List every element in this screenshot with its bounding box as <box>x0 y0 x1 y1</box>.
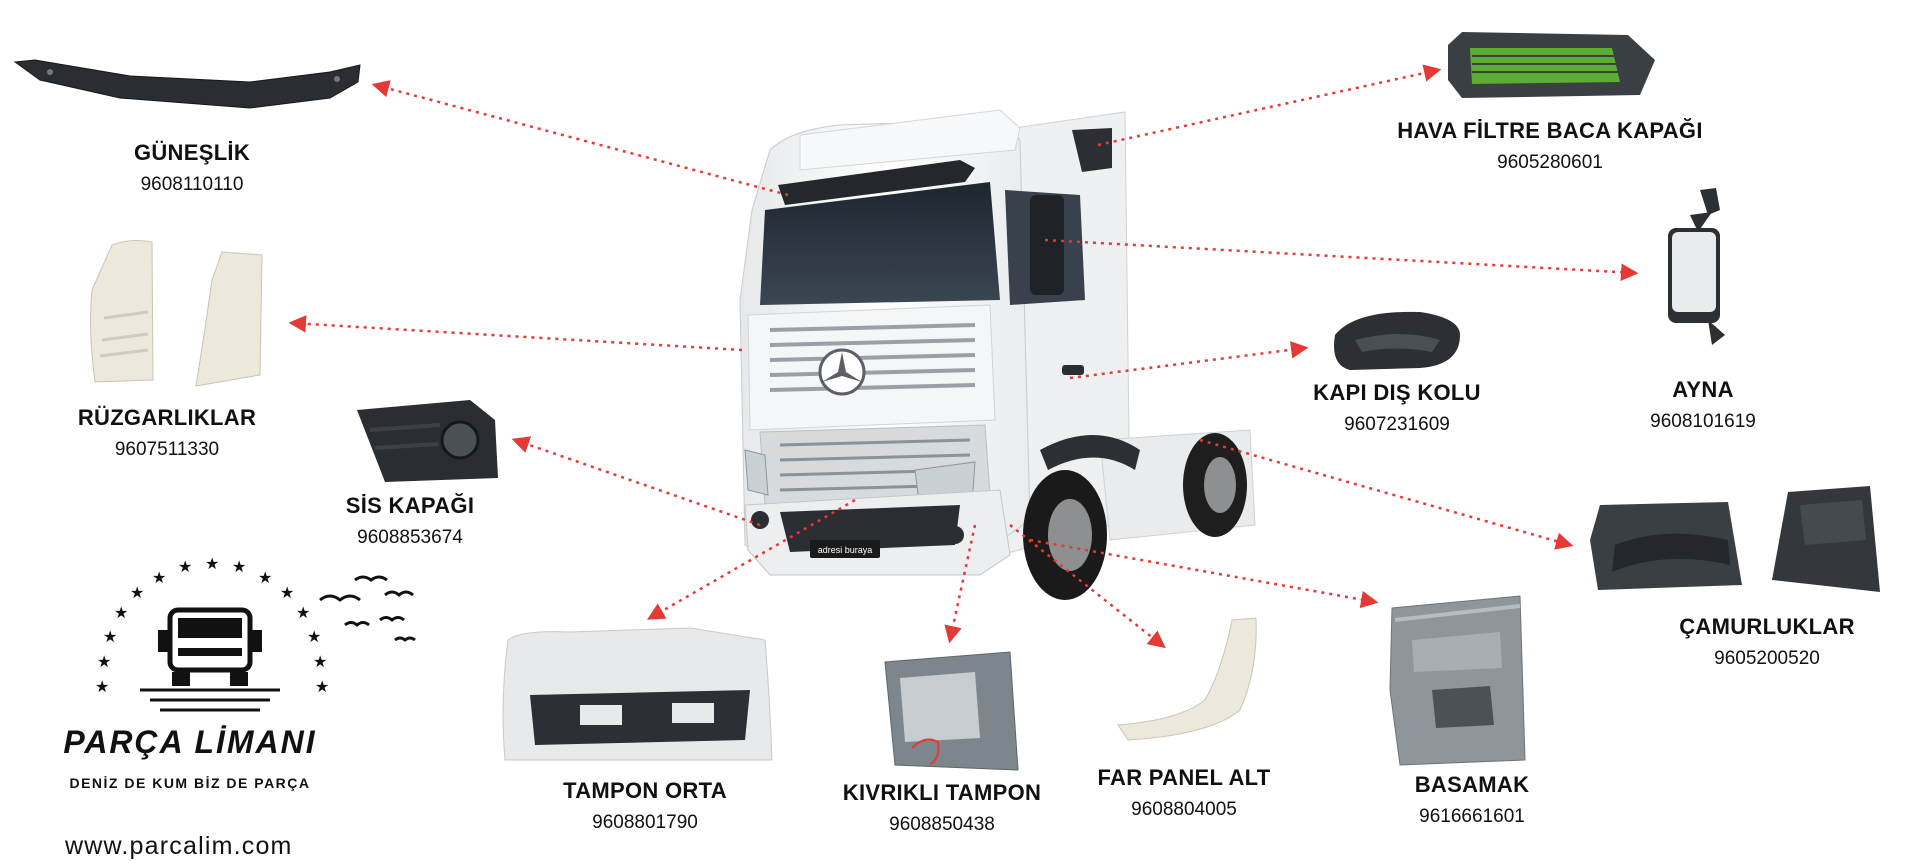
part-label-sis-kapagi: SİS KAPAĞI 9608853674 <box>250 493 570 549</box>
part-image-tampon-orta <box>502 627 773 761</box>
svg-text:★: ★ <box>313 654 327 671</box>
part-image-far-panel <box>1117 617 1257 741</box>
svg-text:★: ★ <box>178 559 192 576</box>
part-name: BASAMAK <box>1414 772 1530 797</box>
part-label-ruzgarliklar: RÜZGARLIKLAR 9607511330 <box>7 405 327 461</box>
part-image-camurluklar <box>1590 486 1880 592</box>
svg-text:★: ★ <box>315 679 329 696</box>
website-link[interactable]: www.parcalim.com <box>65 832 293 860</box>
brand-logo: ★ ★ ★ ★ ★ ★ ★ ★ ★ ★ ★ ★ ★ ★ ★ <box>95 556 416 712</box>
part-code: 9608110110 <box>140 174 244 195</box>
truck-logo-icon <box>140 607 280 712</box>
part-name: ÇAMURLUKLAR <box>1679 614 1855 639</box>
part-image-sis-kapagi <box>357 400 498 482</box>
part-code: 9608804005 <box>1131 799 1237 820</box>
arrow-kivrikli-tampon <box>944 524 977 644</box>
arrow-hava-filtre <box>1097 64 1442 147</box>
part-label-tampon-orta: TAMPON ORTA 9608801790 <box>485 778 805 834</box>
part-label-far-panel: FAR PANEL ALT 9608804005 <box>1024 765 1344 821</box>
part-image-kapi-kolu <box>1334 311 1460 370</box>
part-image-kivrikli-tampon <box>884 651 1019 771</box>
svg-text:★: ★ <box>280 585 294 602</box>
svg-text:★: ★ <box>258 570 272 587</box>
svg-text:★: ★ <box>97 654 111 671</box>
brand-name: PARÇA LİMANI <box>63 724 317 760</box>
part-image-ruzgarliklar <box>90 240 263 387</box>
arrow-gunesslik <box>371 80 789 197</box>
svg-text:★: ★ <box>296 605 310 622</box>
svg-text:★: ★ <box>307 629 321 646</box>
part-image-gunesslik <box>13 59 361 109</box>
part-name: RÜZGARLIKLAR <box>77 405 257 430</box>
part-label-gunesslik: GÜNEŞLİK 9608110110 <box>32 140 352 196</box>
part-code: 9607231609 <box>1344 414 1450 435</box>
part-image-ayna <box>1668 188 1725 345</box>
part-code: 9608801790 <box>592 812 698 833</box>
svg-text:★: ★ <box>130 585 144 602</box>
arrow-far-panel <box>1009 524 1166 649</box>
svg-text:★: ★ <box>95 679 109 696</box>
part-code: 9608101619 <box>1650 411 1756 432</box>
brand-tagline: DENİZ DE KUM BİZ DE PARÇA <box>69 775 311 791</box>
arrow-camurluk <box>1199 438 1574 550</box>
part-label-kapi-kolu: KAPI DIŞ KOLU 9607231609 <box>1237 380 1557 436</box>
svg-text:★: ★ <box>205 556 219 573</box>
truck-image: adresi buraya <box>739 109 1256 600</box>
part-name: FAR PANEL ALT <box>1097 765 1271 790</box>
part-label-basamak: BASAMAK 9616661601 <box>1312 772 1632 828</box>
part-name: KAPI DIŞ KOLU <box>1313 380 1481 405</box>
part-code: 9607511330 <box>114 439 220 460</box>
part-label-kivrikli-tampon: KIVRIKLI TAMPON 9608850438 <box>782 780 1102 836</box>
stars-arc: ★ ★ ★ ★ ★ ★ ★ ★ ★ ★ ★ ★ ★ ★ ★ <box>95 556 329 696</box>
truck-plate-text: adresi buraya <box>818 545 873 555</box>
part-label-hava-filtre: HAVA FİLTRE BACA KAPAĞI 9605280601 <box>1390 118 1710 174</box>
part-label-ayna: AYNA 9608101619 <box>1543 377 1863 433</box>
part-image-basamak <box>1389 595 1526 766</box>
part-code: 9605280601 <box>1497 152 1603 173</box>
part-name: SİS KAPAĞI <box>345 493 475 518</box>
arrow-basamak <box>1029 538 1379 609</box>
svg-text:★: ★ <box>232 559 246 576</box>
svg-text:★: ★ <box>114 605 128 622</box>
svg-text:★: ★ <box>152 570 166 587</box>
part-code: 9608850438 <box>889 814 995 835</box>
svg-text:★: ★ <box>103 629 117 646</box>
part-name: GÜNEŞLİK <box>133 140 251 165</box>
arrow-ayna <box>1044 238 1639 281</box>
part-code: 9605200520 <box>1714 648 1820 669</box>
part-label-camurluklar: ÇAMURLUKLAR 9605200520 <box>1607 614 1920 670</box>
part-image-hava-filtre <box>1448 32 1655 98</box>
pointer-arrows <box>288 64 1639 649</box>
birds-icon <box>319 575 416 642</box>
arrow-ruzgarlik <box>288 315 743 352</box>
part-name: HAVA FİLTRE BACA KAPAĞI <box>1397 118 1703 143</box>
part-name: TAMPON ORTA <box>563 778 727 803</box>
part-name: AYNA <box>1672 377 1734 402</box>
part-code: 9616661601 <box>1419 806 1525 827</box>
part-code: 9608853674 <box>357 527 463 548</box>
arrow-sis-kapagi <box>511 436 761 527</box>
part-name: KIVRIKLI TAMPON <box>842 780 1042 805</box>
